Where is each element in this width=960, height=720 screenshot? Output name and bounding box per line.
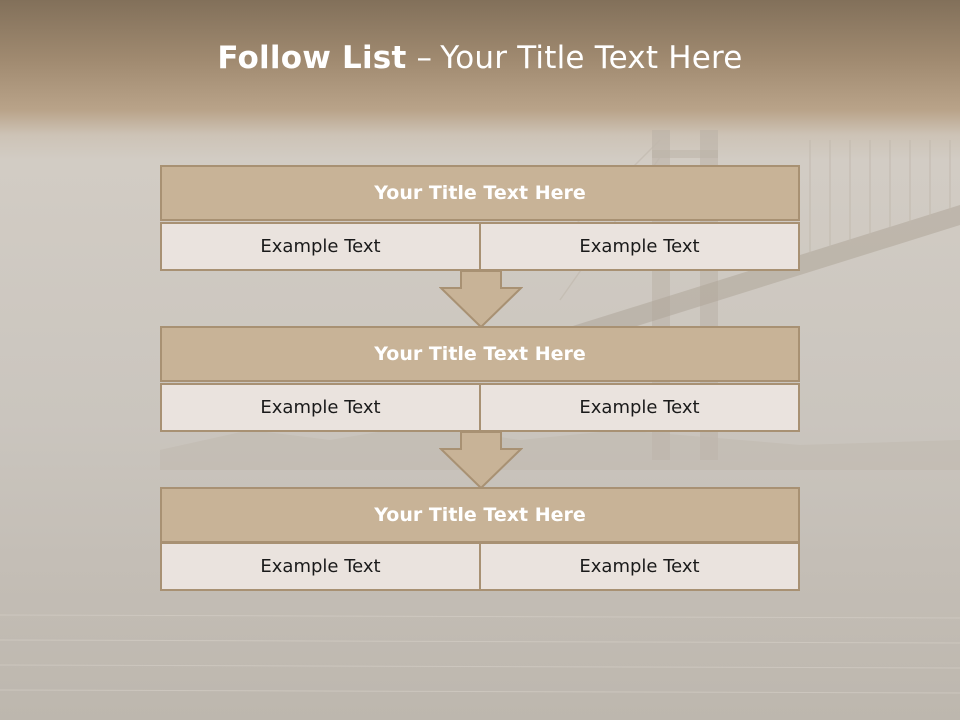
slide-title: Follow List–Your Title Text Here <box>0 40 960 76</box>
block-header: Your Title Text Here <box>160 165 800 221</box>
block-header: Your Title Text Here <box>160 487 800 543</box>
down-arrow-icon <box>439 431 523 489</box>
title-bold-part: Follow List <box>217 40 407 76</box>
block-cell-right: Example Text <box>480 542 800 591</box>
block-cell-left: Example Text <box>160 222 480 271</box>
block-cell-right: Example Text <box>480 222 800 271</box>
block-row: Example Text Example Text <box>160 542 800 591</box>
title-rest-part: Your Title Text Here <box>440 40 743 76</box>
block-row: Example Text Example Text <box>160 222 800 271</box>
block-row: Example Text Example Text <box>160 383 800 432</box>
block-header: Your Title Text Here <box>160 326 800 382</box>
block-cell-right: Example Text <box>480 383 800 432</box>
title-separator: – <box>416 40 433 76</box>
down-arrow-icon <box>439 270 523 328</box>
block-cell-left: Example Text <box>160 542 480 591</box>
block-cell-left: Example Text <box>160 383 480 432</box>
